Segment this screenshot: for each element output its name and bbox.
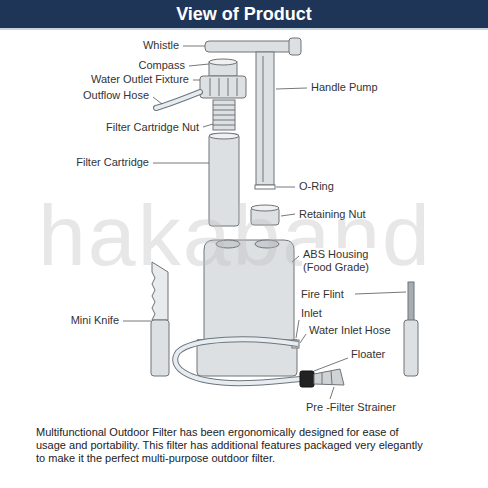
title: View of Product xyxy=(0,0,488,28)
pre-filter-strainer xyxy=(314,369,344,385)
part-label: Pre -Filter Strainer xyxy=(305,401,397,414)
thread-line xyxy=(213,125,235,126)
compass xyxy=(209,59,237,65)
flint-handle xyxy=(404,320,418,376)
part-label: ABS Housing (Food Grade) xyxy=(302,248,378,274)
nut-ridge xyxy=(228,78,229,96)
part-label: Whistle xyxy=(142,39,180,52)
leader-line xyxy=(183,46,205,47)
leader-line xyxy=(276,88,307,89)
whistle-grip xyxy=(289,38,301,55)
cartridge-top xyxy=(209,133,239,139)
nut-ridge xyxy=(237,78,238,96)
leader-line xyxy=(314,358,348,371)
part-label: Mini Knife xyxy=(70,314,120,327)
flint-rod xyxy=(408,282,414,322)
thread-line xyxy=(213,105,235,106)
caption: Multifunctional Outdoor Filter has been … xyxy=(36,426,426,465)
whistle-handle xyxy=(205,41,297,52)
outflow-hose xyxy=(156,92,200,108)
part-label: Inlet xyxy=(300,307,323,320)
strainer-mesh xyxy=(331,371,332,384)
leader-line xyxy=(123,321,151,322)
leader-line xyxy=(193,80,200,81)
part-label: Handle Pump xyxy=(310,81,379,94)
leader-line xyxy=(189,64,209,66)
strainer-mesh xyxy=(322,373,323,384)
part-label: Fire Flint xyxy=(300,288,345,301)
leader-line xyxy=(153,163,209,164)
thread-line xyxy=(213,110,235,111)
part-label: Water Inlet Hose xyxy=(308,324,392,337)
leader-line xyxy=(355,292,406,294)
thread-line xyxy=(213,120,235,121)
leader-line xyxy=(296,320,299,338)
knife-handle xyxy=(151,320,169,376)
nut-ridge xyxy=(219,78,220,96)
water-inlet-hose xyxy=(175,339,300,383)
pump-tube xyxy=(256,52,274,185)
part-label: Outflow Hose xyxy=(82,89,150,102)
part-label: Filter Cartridge Nut xyxy=(105,121,200,134)
thread-tube xyxy=(213,100,235,130)
floater xyxy=(300,371,314,387)
part-label: Filter Cartridge xyxy=(75,156,150,169)
part-label: Compass xyxy=(138,59,186,72)
leader-line xyxy=(300,334,306,343)
leader-line xyxy=(330,387,334,399)
nut-ridge xyxy=(210,78,211,96)
outflow-hose xyxy=(156,92,200,108)
leader-line xyxy=(203,124,213,127)
thread-line xyxy=(213,115,235,116)
title-band: View of Product xyxy=(0,0,488,30)
water-inlet-hose xyxy=(175,339,300,383)
cartridge-nut xyxy=(200,76,246,98)
part-label: Floater xyxy=(350,348,386,361)
o-ring xyxy=(255,185,275,189)
part-label: Water Outlet Fixture xyxy=(90,73,190,86)
pump-rod xyxy=(263,56,264,182)
leader-line xyxy=(153,97,162,104)
leader-line xyxy=(276,187,295,188)
